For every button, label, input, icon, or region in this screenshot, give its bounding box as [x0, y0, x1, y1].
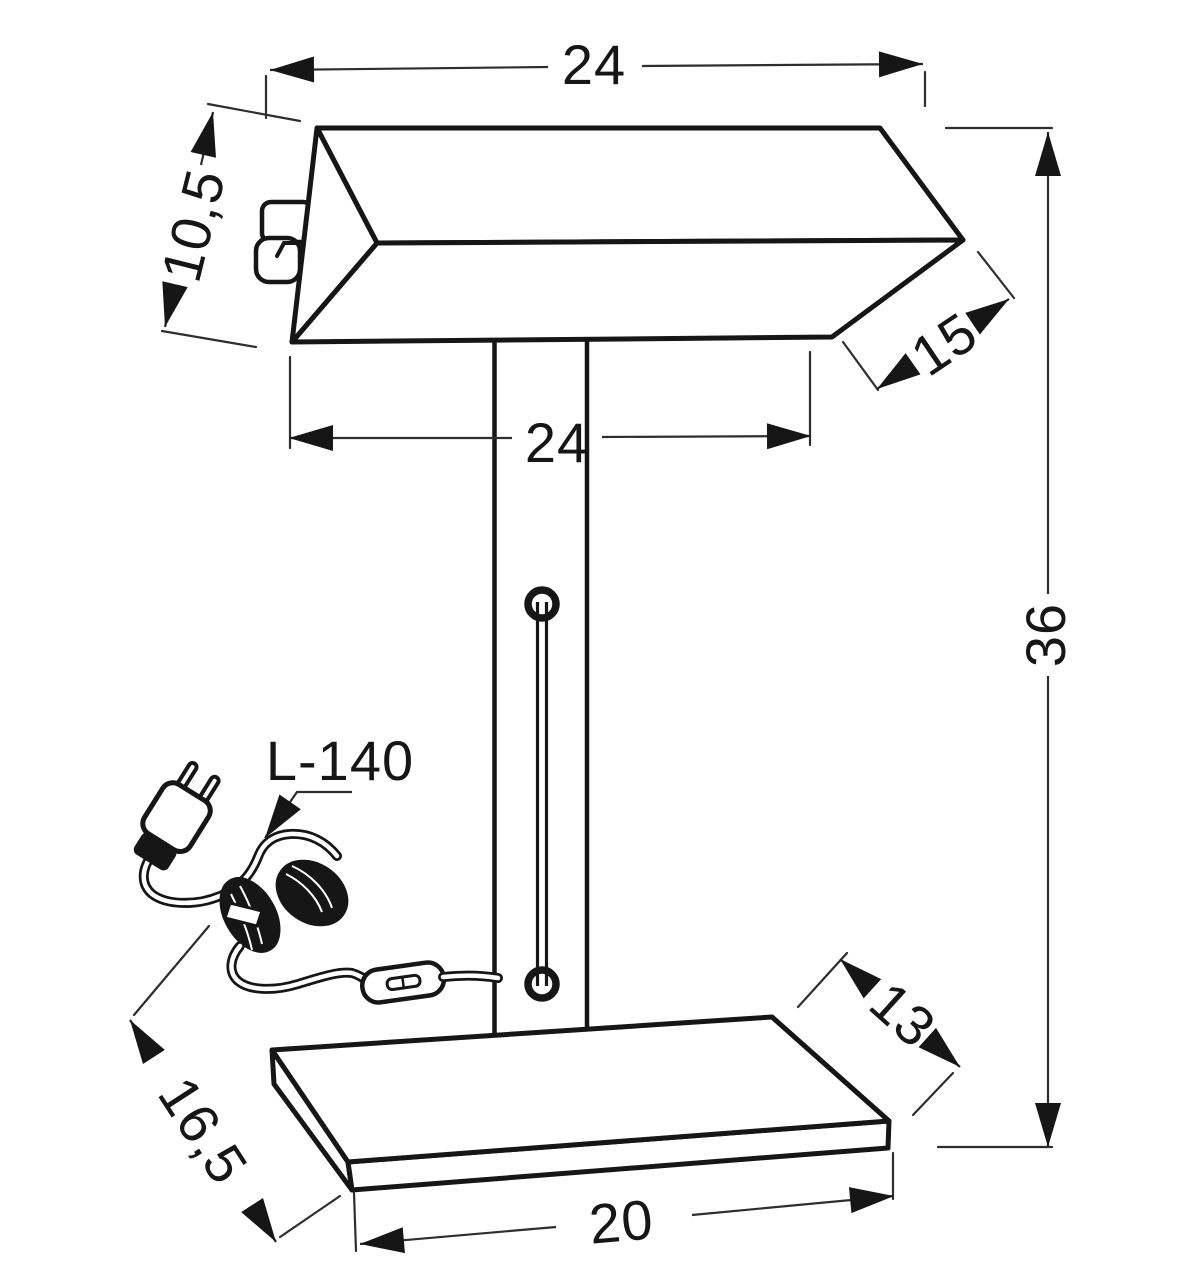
dim-total-height: 36 [936, 126, 1077, 1149]
dim-label-base-depth: 13 [858, 970, 948, 1060]
dim-shade-top-width: 24 [264, 33, 927, 120]
power-cord-assembly [133, 761, 503, 1005]
rod-bottom-ring [524, 966, 560, 1002]
shade-front-face [289, 237, 966, 345]
dim-label-shade-height: 10,5 [149, 163, 237, 288]
cable-length-callout: L-140 [264, 729, 414, 839]
lamp-shade [289, 125, 966, 345]
dim-label-shade-bottom-width: 24 [525, 411, 589, 474]
dim-label-total-height: 36 [1014, 603, 1077, 667]
lamp-stem [492, 338, 590, 1036]
plug-neck [133, 832, 177, 871]
dim-base-width: 20 [352, 1151, 895, 1256]
base-top-face [269, 1014, 892, 1165]
stem-body [497, 342, 585, 1034]
lamp-base [269, 1014, 892, 1193]
power-plug [133, 761, 221, 871]
stem-support-rod [524, 586, 560, 1002]
dim-label-shade-top-width: 24 [562, 33, 626, 96]
coil-tie-band [223, 901, 264, 928]
shade-left-cap [289, 125, 380, 345]
dim-label-shade-depth: 15 [900, 300, 989, 388]
dim-label-base-diagonal: 16,5 [146, 1066, 260, 1195]
shade-top-face [314, 125, 966, 246]
dim-shade-bottom-width: 24 [288, 350, 812, 474]
rod-top-ring [524, 586, 560, 622]
dim-label-base-width: 20 [587, 1187, 657, 1255]
cord-coil [219, 859, 349, 953]
cable-length-label: L-140 [266, 729, 414, 792]
inline-switch [359, 960, 447, 1005]
